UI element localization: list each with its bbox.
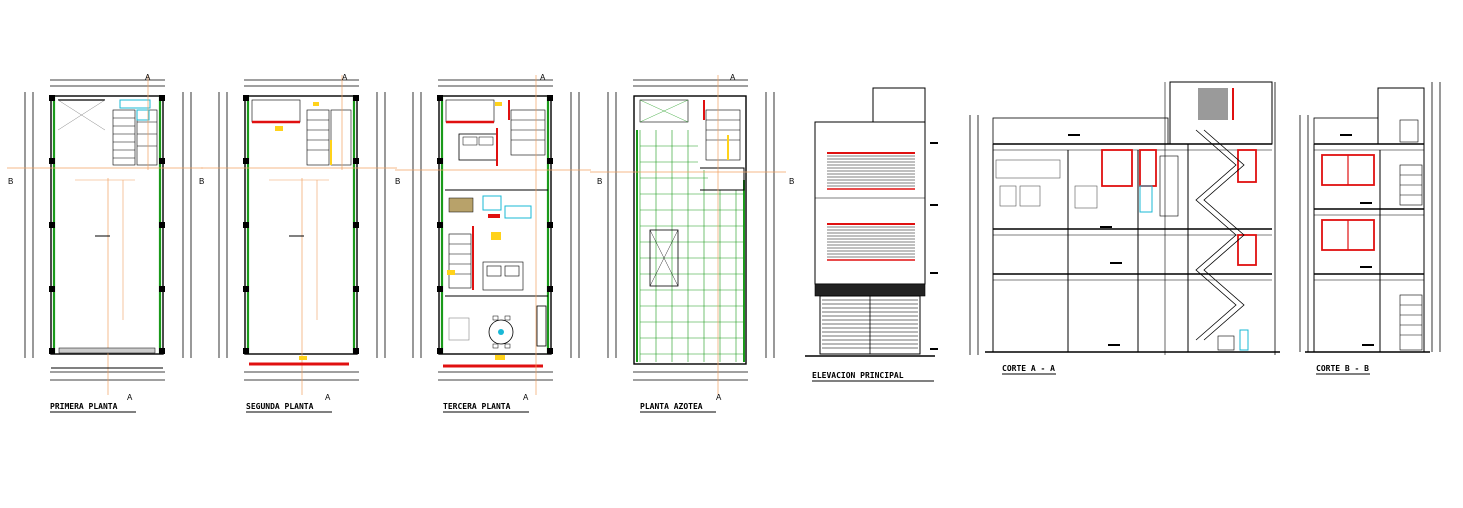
- title-first-floor: PRIMERA PLANTA: [50, 402, 118, 411]
- title-elevation: ELEVACION PRINCIPAL: [812, 371, 904, 380]
- section-stair: [1195, 129, 1245, 341]
- plan-first-floor: [7, 75, 203, 395]
- section-marker-a: A: [730, 73, 736, 82]
- section-marker-b: B: [395, 177, 400, 186]
- section-marker-a: A: [716, 393, 722, 402]
- roof-tile-grid: [639, 130, 744, 362]
- section-marker-a: A: [145, 73, 151, 82]
- section-marker-a: A: [540, 73, 546, 82]
- section-marker-a: A: [325, 393, 331, 402]
- elevation-rolling-door: [822, 296, 918, 354]
- elevation-window-upper: [827, 155, 915, 187]
- elevation-front: [805, 87, 938, 357]
- section-a-a: [969, 81, 1280, 355]
- drawing-titles: PRIMERA PLANTA SEGUNDA PLANTA TERCERA PL…: [50, 364, 1370, 413]
- plan-roof: [590, 75, 786, 395]
- plan-third-floor: [395, 75, 591, 395]
- plan-columns: [49, 95, 165, 354]
- title-third-floor: TERCERA PLANTA: [443, 402, 511, 411]
- title-section-a: CORTE A - A: [1002, 364, 1055, 373]
- title-second-floor: SEGUNDA PLANTA: [246, 402, 314, 411]
- section-marker-b: B: [199, 177, 204, 186]
- plan-second-floor: [201, 75, 397, 395]
- plan-dimension-lines: [24, 79, 192, 381]
- section-marker-b: B: [8, 177, 13, 186]
- section-marker-b: B: [789, 177, 794, 186]
- section-marker-b: B: [597, 177, 602, 186]
- elevation-window-lower: [827, 226, 915, 258]
- section-markers: A A A A A A A A B B B B B: [8, 73, 794, 402]
- section-marker-a: A: [523, 393, 529, 402]
- section-marker-a: A: [127, 393, 133, 402]
- title-roof-plan: PLANTA AZOTEA: [640, 402, 703, 411]
- section-marker-a: A: [342, 73, 348, 82]
- title-section-b: CORTE B - B: [1316, 364, 1369, 373]
- section-b-b: [1299, 82, 1441, 353]
